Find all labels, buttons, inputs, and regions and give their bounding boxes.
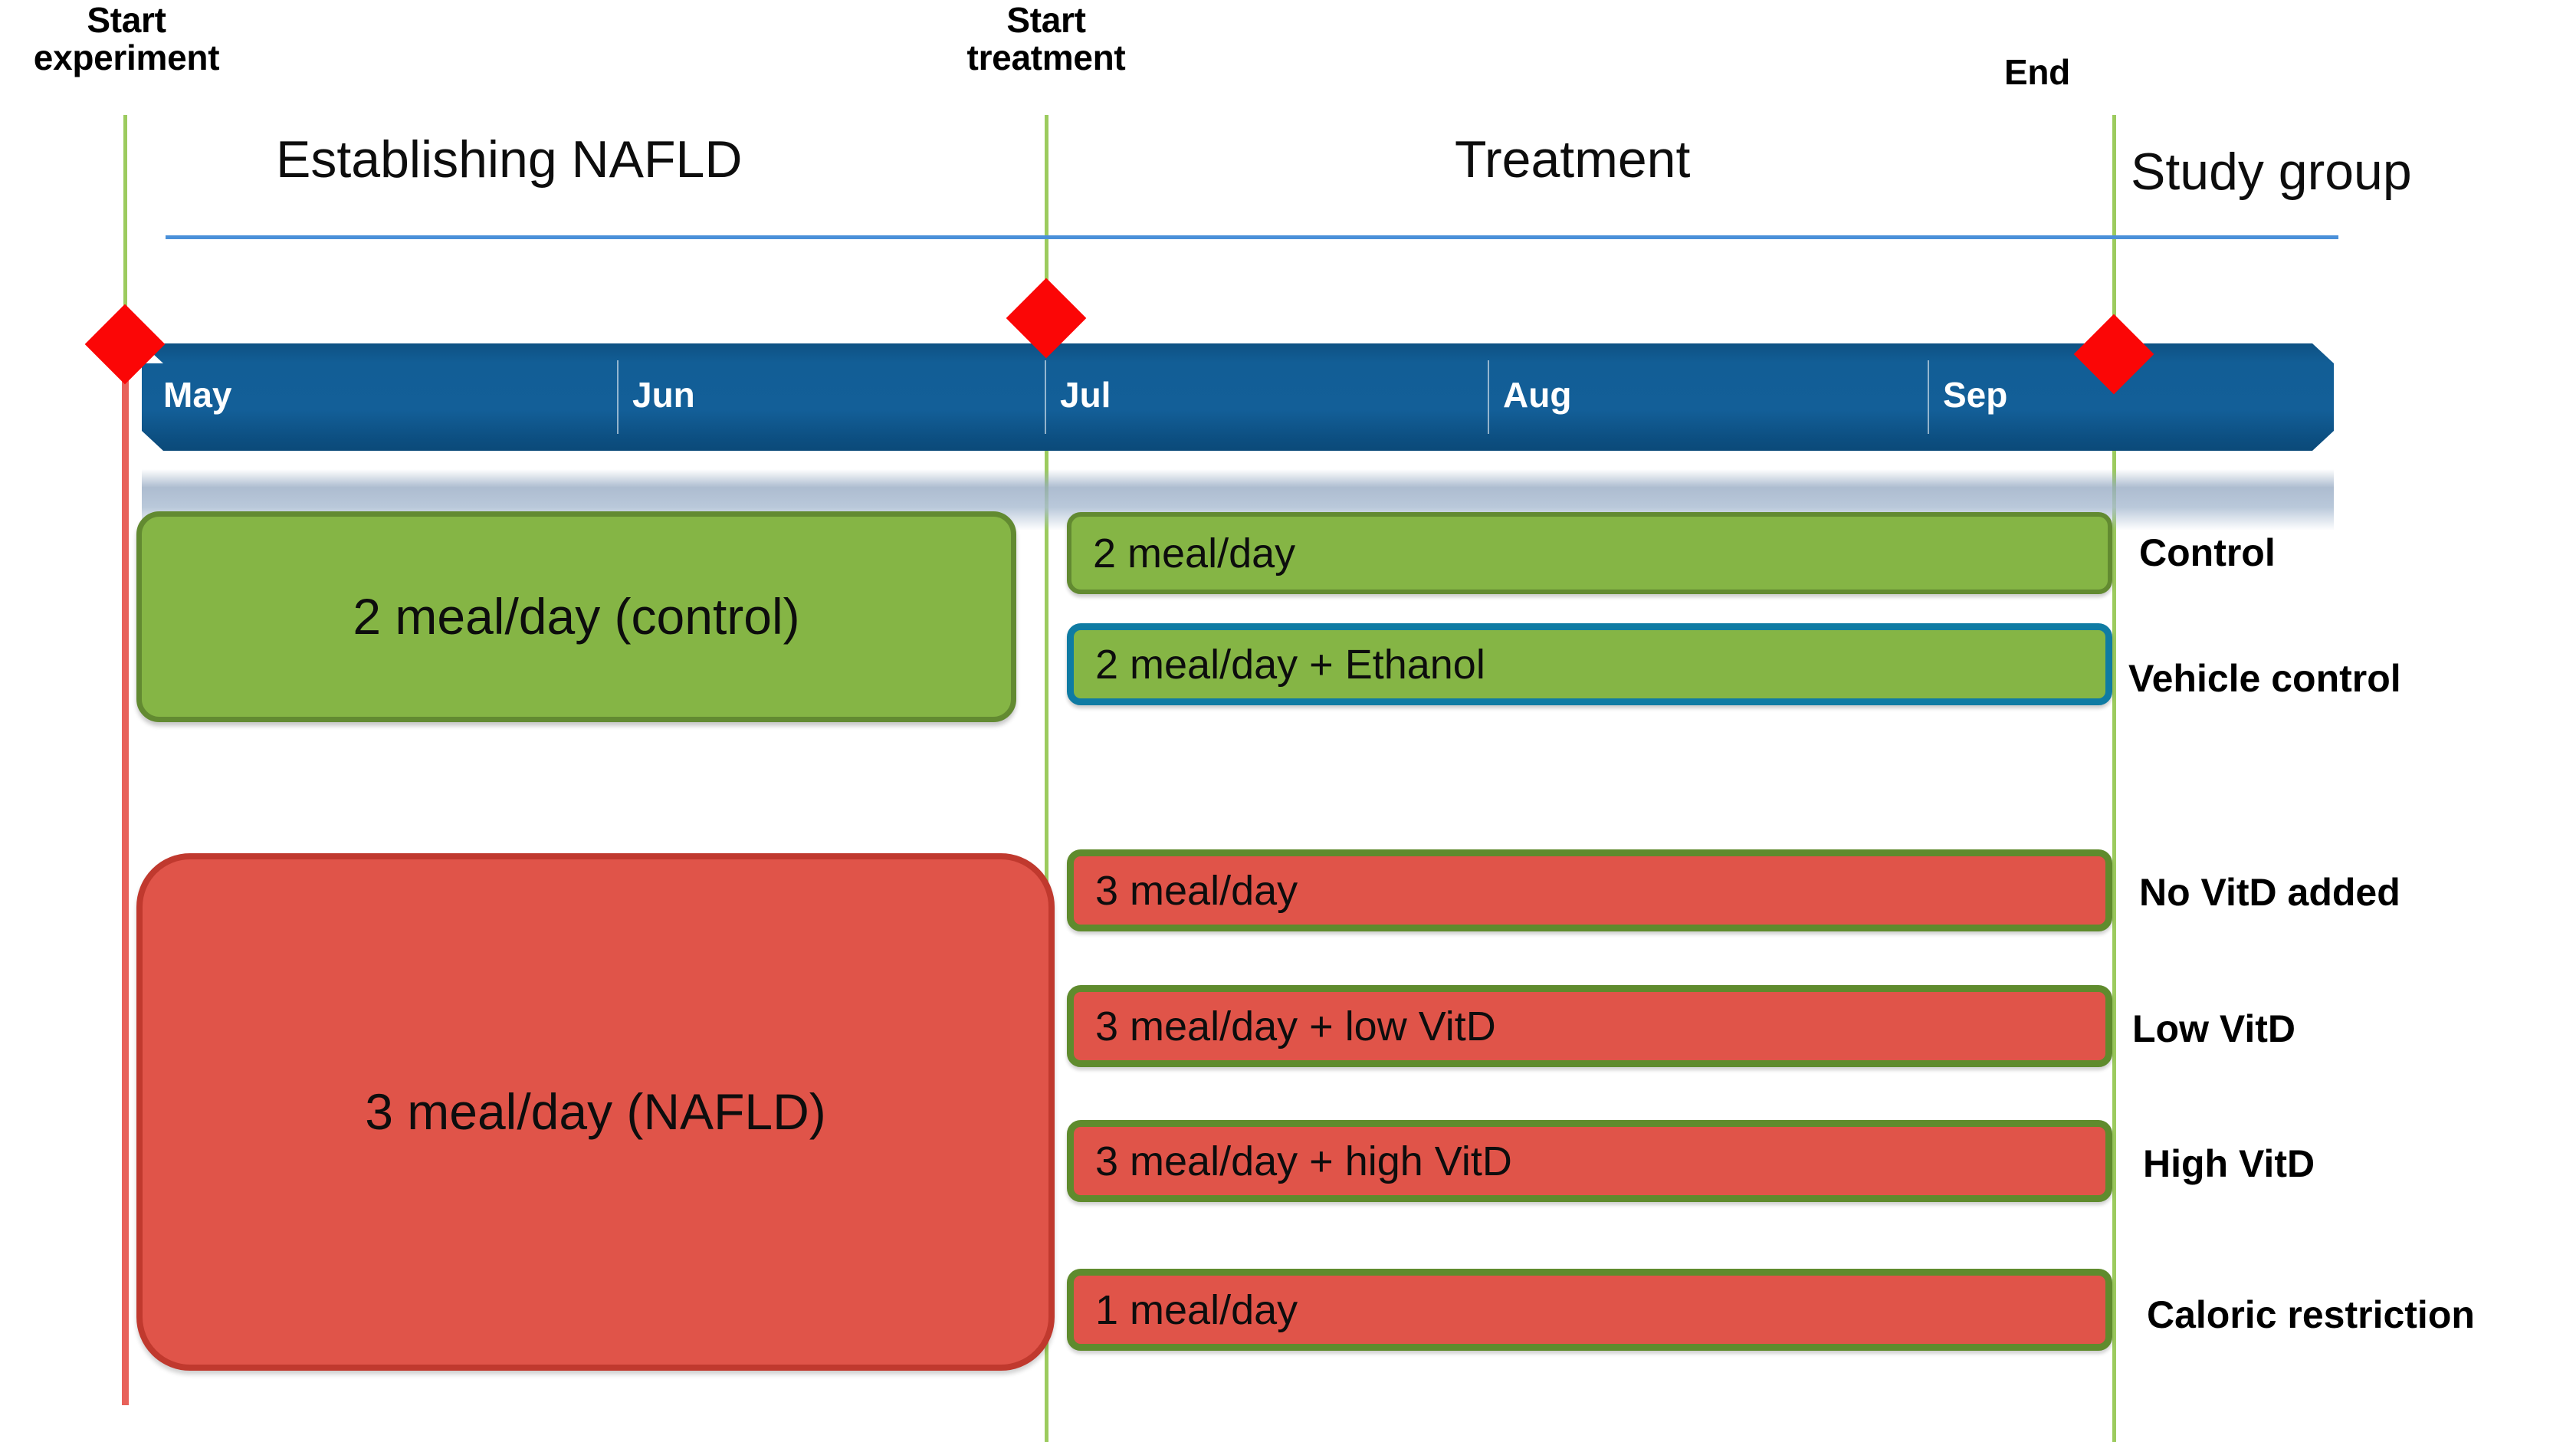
milestone-label-start-treatment: Start treatment [966,0,1126,77]
timeline-bar: May Jun Jul Aug Sep [142,343,2334,451]
guide-line-start-experiment [123,115,127,349]
phase-header-rule [166,235,2338,239]
treatment-bar-high-vitd: 3 meal/day + high VitD [1067,1120,2112,1202]
month-label-jul: Jul [1060,375,1111,415]
month-tick-jun [617,360,619,434]
study-group-label-caloric-restriction: Caloric restriction [2147,1293,2475,1336]
establishing-block-control: 2 meal/day (control) [136,511,1016,722]
month-tick-jul [1045,360,1046,434]
study-group-label-control: Control [2139,531,2276,574]
treatment-bar-vehicle-control: 2 meal/day + Ethanol [1067,623,2112,705]
milestone-label-end: End [2004,52,2070,92]
guide-line-start-treatment [1045,115,1048,1442]
study-group-label-low-vitd: Low VitD [2132,1007,2295,1050]
month-label-aug: Aug [1503,375,1572,415]
milestone-label-start-experiment: Start experiment [33,0,220,77]
guide-line-start-experiment-lower [122,349,129,1405]
bar-bevel-top-right [2312,343,2334,363]
month-tick-sep [1928,360,1929,434]
month-label-may: May [163,375,232,415]
month-label-sep: Sep [1943,375,2008,415]
phase-title-establishing-nafld: Establishing NAFLD [276,130,743,189]
guide-line-end [2112,115,2116,1442]
study-group-label-high-vitd: High VitD [2143,1142,2315,1185]
bar-bevel-bottom-left [142,431,163,451]
phase-title-treatment: Treatment [1455,130,1691,189]
bar-bevel-bottom-right [2312,431,2334,451]
study-group-label-no-vitd-added: No VitD added [2139,871,2400,914]
treatment-bar-no-vitd-added: 3 meal/day [1067,849,2112,931]
treatment-bar-control: 2 meal/day [1067,512,2112,594]
study-group-label-vehicle-control: Vehicle control [2128,657,2401,700]
establishing-block-nafld: 3 meal/day (NAFLD) [136,853,1055,1371]
treatment-bar-low-vitd: 3 meal/day + low VitD [1067,985,2112,1067]
treatment-bar-caloric-restriction: 1 meal/day [1067,1269,2112,1351]
phase-title-study-group: Study group [2131,143,2412,201]
month-tick-aug [1488,360,1489,434]
month-label-jun: Jun [632,375,695,415]
